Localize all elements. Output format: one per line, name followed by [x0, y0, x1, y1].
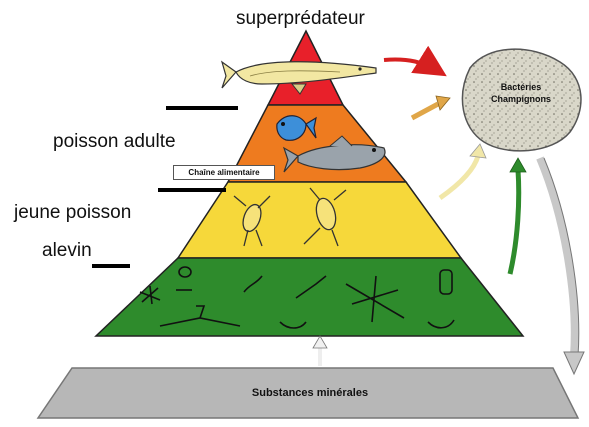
arrow-pike-to-decomposers — [383, 45, 447, 77]
decomposers-blob — [461, 48, 582, 152]
pike-icon — [220, 60, 377, 95]
zooplankton-icon-1 — [233, 195, 271, 247]
blue-fish-icon — [276, 115, 317, 141]
arrow-fry-to-decomposers — [507, 157, 527, 275]
grey-fish-icon — [282, 135, 386, 173]
phytoplankton-icons — [139, 266, 455, 329]
label-fungi: Champignons — [491, 94, 551, 104]
zooplankton-icon-2 — [303, 187, 347, 247]
label-superpredator: superprédateur — [236, 8, 365, 29]
arrow-adult-to-decomposers — [410, 95, 451, 121]
arrow-decomposers-to-minerals — [536, 156, 585, 376]
label-minerals: Substances minérales — [251, 387, 369, 399]
arrow-young-to-decomposers — [438, 143, 487, 201]
arrow-minerals-to-fry — [312, 335, 328, 366]
label-bacteria: Bactéries — [500, 82, 542, 92]
food-chain-caption: Chaîne alimentaire — [173, 165, 275, 180]
minerals-slab — [36, 367, 580, 419]
label-fry: alevin — [42, 240, 92, 261]
label-young-fish: jeune poisson — [14, 202, 132, 223]
label-adult-fish: poisson adulte — [53, 131, 176, 152]
tier-fry — [94, 257, 525, 337]
